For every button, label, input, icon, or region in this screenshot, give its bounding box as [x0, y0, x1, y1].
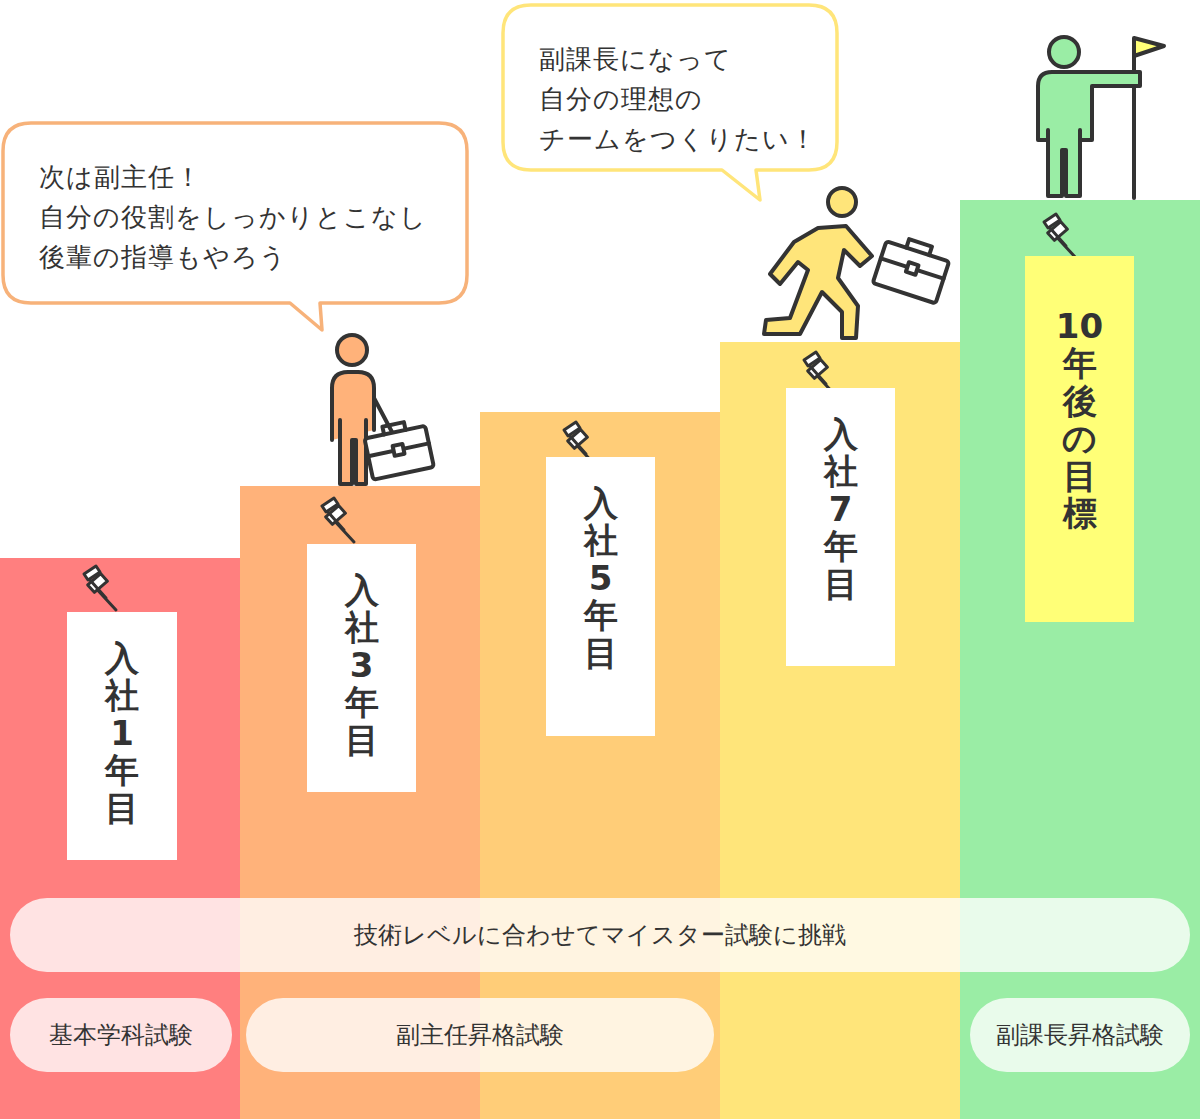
- illustration-part: [720, 342, 960, 1119]
- illustration-part: [873, 233, 952, 304]
- illustration-part: [1048, 130, 1080, 196]
- exam-pill: 基本学科試験: [10, 998, 232, 1072]
- illustration-part: [1038, 37, 1164, 198]
- node-text: 入社1年目: [105, 640, 139, 827]
- illustration-part: [337, 335, 367, 365]
- goal-card: 10年後の目標: [1025, 256, 1134, 622]
- node-text: 技術レベルに合わせてマイスター試験に挑戦: [354, 919, 846, 951]
- illustration-part: [1044, 214, 1076, 258]
- exam-pill: 副課長昇格試験: [970, 998, 1190, 1072]
- node-text: 入社5年目: [584, 485, 618, 672]
- illustration-part: [960, 200, 1200, 1119]
- node-text: 副主任昇格試験: [396, 1019, 564, 1051]
- illustration-part: [906, 239, 932, 255]
- illustration-part: [3, 123, 467, 330]
- node-text: 入社7年目: [824, 416, 858, 603]
- illustration-part: [503, 5, 837, 200]
- illustration-part: [873, 241, 949, 303]
- node-text: 入社3年目: [345, 572, 379, 759]
- node-text: 副課長になって 自分の理想の チームをつくりたい！: [539, 39, 801, 159]
- illustration-part: [1049, 37, 1079, 67]
- illustration-part: [1134, 38, 1164, 56]
- node-text: 10年後の目標: [1056, 308, 1104, 532]
- illustration-part: [364, 426, 433, 480]
- year-card: 入社5年目: [546, 457, 655, 736]
- illustration-part: [340, 420, 366, 484]
- illustration-part: [764, 188, 952, 338]
- exam-pill: 副主任昇格試験: [246, 998, 714, 1072]
- speech-bubble: 副課長になって 自分の理想の チームをつくりたい！: [503, 5, 837, 193]
- speech-bubble: 次は副主任！ 自分の役割をしっかりとこなし 後輩の指導もやろう: [3, 123, 467, 311]
- illustration-part: [0, 558, 240, 1119]
- illustration-part: [393, 444, 405, 456]
- illustration-part: [1038, 72, 1140, 140]
- band-pill: 技術レベルに合わせてマイスター試験に挑戦: [10, 898, 1190, 972]
- illustration-part: [363, 418, 434, 480]
- year-card: 入社7年目: [786, 388, 895, 666]
- illustration-part: [382, 422, 405, 434]
- illustration-part: [828, 188, 856, 216]
- year-card: 入社3年目: [307, 544, 416, 792]
- node-text: 副課長昇格試験: [996, 1019, 1164, 1051]
- illustration-part: [764, 226, 872, 338]
- node-text: 基本学科試験: [49, 1019, 193, 1051]
- illustration-part: [906, 262, 919, 275]
- illustration-part: [332, 335, 434, 484]
- illustration-part: [1132, 40, 1136, 198]
- illustration-part: [368, 443, 429, 456]
- illustration-part: [84, 566, 116, 610]
- illustration-part: [322, 498, 354, 542]
- year-card: 入社1年目: [67, 612, 177, 860]
- node-text: 次は副主任！ 自分の役割をしっかりとこなし 後輩の指導もやろう: [39, 157, 431, 277]
- illustration-part: [881, 258, 944, 278]
